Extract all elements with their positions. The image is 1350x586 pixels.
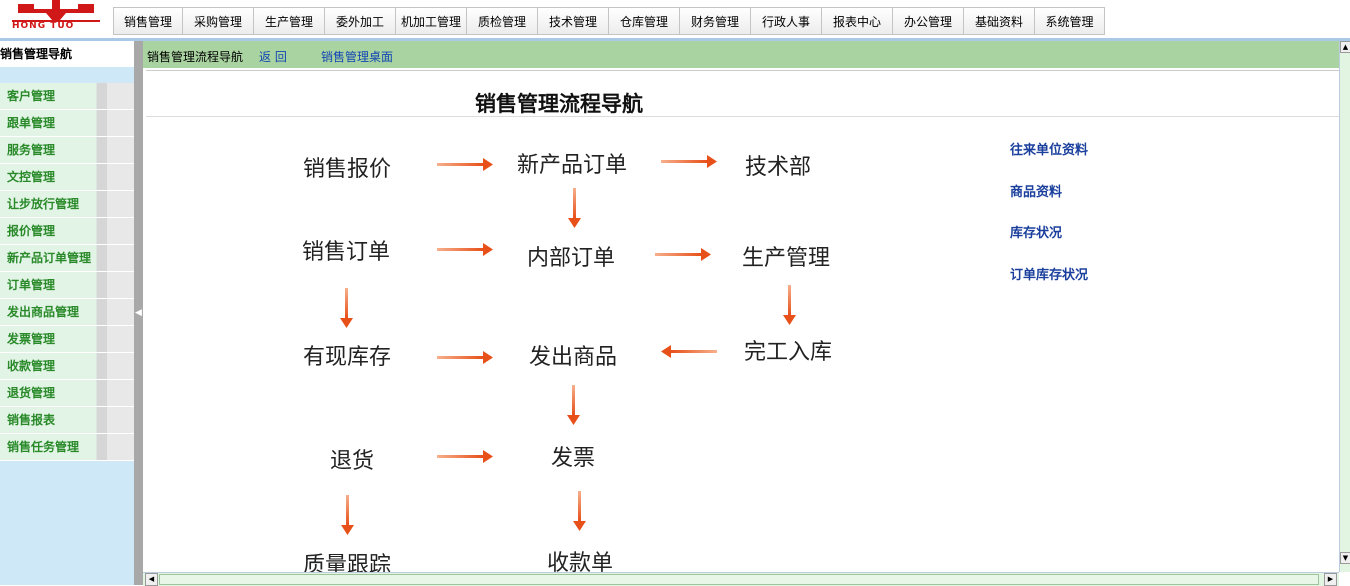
link-product-info[interactable]: 商品资料 [1010,185,1063,200]
flow-content: 销售管理流程导航 销售报价 新产品订单 技术部 销售订单 内部订单 生产管理 有… [146,70,1339,578]
arrow-ship-to-invoice [567,385,580,425]
flow-node-sales-quote[interactable]: 销售报价 [303,157,392,182]
company-logo [12,0,100,22]
sidebar-item-7[interactable]: 订单管理 [0,272,134,299]
page-title: 销售管理流程导航 [475,92,643,116]
logo-text: HONG TUO [12,21,75,31]
nav-tab-1[interactable]: 采购管理 [182,7,253,35]
nav-tab-3[interactable]: 委外加工 [324,7,395,35]
flow-node-receipt[interactable]: 收款单 [547,551,614,576]
scroll-left-icon[interactable]: ◀ [145,573,158,586]
sidebar-item-5[interactable]: 报价管理 [0,218,134,245]
main-panel: 销售管理流程导航 返 回 销售管理桌面 销售管理流程导航 销售报价 新产品订单 … [143,41,1350,586]
nav-tab-2[interactable]: 生产管理 [253,7,324,35]
toolbar-title: 销售管理流程导航 [147,50,244,64]
flow-node-ship-goods[interactable]: 发出商品 [529,345,618,370]
arrow-internal-to-production [655,248,711,261]
sales-desktop-link[interactable]: 销售管理桌面 [321,50,394,64]
sidebar-item-10[interactable]: 收款管理 [0,353,134,380]
flow-node-sales-order[interactable]: 销售订单 [302,240,391,265]
link-order-inventory-status[interactable]: 订单库存状况 [1010,268,1089,283]
nav-tab-12[interactable]: 基础资料 [963,7,1034,35]
flow-node-in-stock[interactable]: 有现库存 [303,345,392,370]
arrow-quote-to-new-order [437,158,493,171]
heading-divider [146,116,1339,117]
vertical-scrollbar[interactable]: ▲ ▼ [1339,41,1350,572]
nav-tab-4[interactable]: 机加工管理 [395,7,466,35]
sidebar-item-3[interactable]: 文控管理 [0,164,134,191]
arrow-new-order-to-internal [568,188,581,228]
top-bar: HONG TUO 销售管理采购管理生产管理委外加工机加工管理质检管理技术管理仓库… [0,0,1350,40]
scroll-right-icon[interactable]: ▶ [1324,573,1337,586]
sidebar-item-0[interactable]: 客户管理 [0,83,134,110]
nav-tab-6[interactable]: 技术管理 [537,7,608,35]
nav-tab-9[interactable]: 行政人事 [750,7,821,35]
arrow-sales-order-to-internal [437,243,493,256]
arrow-return-to-invoice [437,450,493,463]
flow-node-completed-storage[interactable]: 完工入库 [744,340,833,365]
nav-tab-5[interactable]: 质检管理 [466,7,537,35]
collapse-arrow-icon[interactable]: ◀ [135,308,142,318]
arrow-stock-to-ship [437,351,493,364]
sidebar-item-1[interactable]: 跟单管理 [0,110,134,137]
arrow-production-to-storage [783,285,796,325]
sidebar-separator [0,67,134,79]
arrow-storage-to-ship [661,345,717,358]
sidebar-item-4[interactable]: 让步放行管理 [0,191,134,218]
top-nav: 销售管理采购管理生产管理委外加工机加工管理质检管理技术管理仓库管理财务管理行政人… [113,7,1105,35]
sidebar: 销售管理导航 客户管理跟单管理服务管理文控管理让步放行管理报价管理新产品订单管理… [0,41,134,585]
flow-node-production-mgmt[interactable]: 生产管理 [742,246,831,271]
toolbar: 销售管理流程导航 返 回 销售管理桌面 [143,41,1350,68]
sidebar-item-6[interactable]: 新产品订单管理 [0,245,134,272]
nav-tab-7[interactable]: 仓库管理 [608,7,679,35]
sidebar-menu: 客户管理跟单管理服务管理文控管理让步放行管理报价管理新产品订单管理订单管理发出商… [0,83,134,461]
flow-arrows [340,155,796,535]
horizontal-scroll-thumb[interactable] [159,574,1319,585]
nav-tab-11[interactable]: 办公管理 [892,7,963,35]
nav-tab-0[interactable]: 销售管理 [113,7,182,35]
arrow-return-to-quality [341,495,354,535]
sidebar-title: 销售管理导航 [0,41,134,67]
arrow-invoice-to-receipt [573,491,586,531]
arrow-new-order-to-tech [661,155,717,168]
link-partner-info[interactable]: 往来单位资料 [1010,143,1089,158]
arrow-sales-order-to-stock [340,288,353,328]
nav-tab-10[interactable]: 报表中心 [821,7,892,35]
flow-node-new-product-order[interactable]: 新产品订单 [517,153,628,178]
top-separator [0,38,1350,41]
sidebar-item-2[interactable]: 服务管理 [0,137,134,164]
sidebar-item-11[interactable]: 退货管理 [0,380,134,407]
flow-node-invoice[interactable]: 发票 [551,446,596,471]
sidebar-item-13[interactable]: 销售任务管理 [0,434,134,461]
sidebar-item-12[interactable]: 销售报表 [0,407,134,434]
scroll-down-icon[interactable]: ▼ [1340,552,1350,564]
sidebar-splitter[interactable]: ◀ [134,41,143,585]
horizontal-scrollbar[interactable]: ◀ ▶ [143,572,1339,586]
flow-node-internal-order[interactable]: 内部订单 [527,246,616,271]
scroll-up-icon[interactable]: ▲ [1340,41,1350,53]
flow-node-tech-dept[interactable]: 技术部 [745,155,812,180]
nav-tab-13[interactable]: 系统管理 [1034,7,1105,35]
flow-node-return-goods[interactable]: 退货 [330,449,375,474]
link-inventory-status[interactable]: 库存状况 [1010,226,1063,241]
nav-tab-8[interactable]: 财务管理 [679,7,750,35]
back-link[interactable]: 返 回 [259,50,287,64]
sidebar-item-9[interactable]: 发票管理 [0,326,134,353]
sidebar-item-8[interactable]: 发出商品管理 [0,299,134,326]
